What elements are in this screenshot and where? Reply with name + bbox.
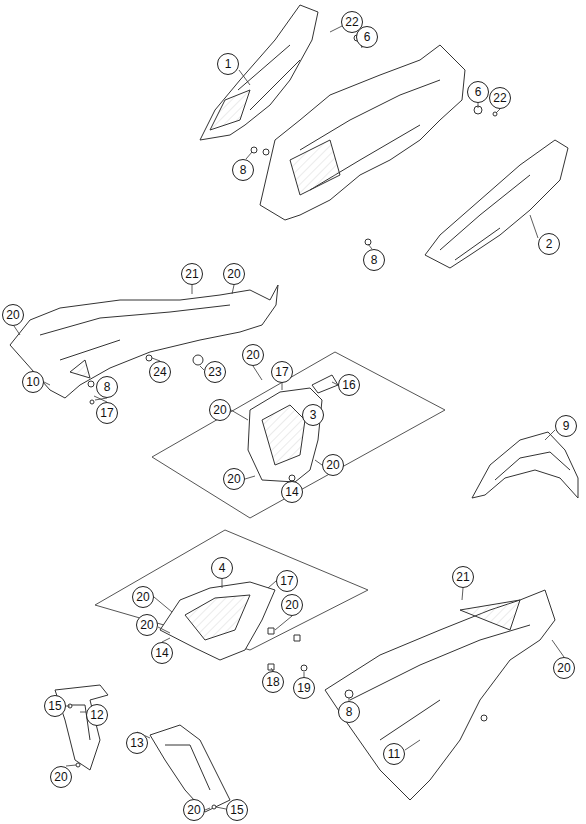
callout-circle: 19: [293, 677, 315, 699]
callout-circle: 21: [452, 566, 474, 588]
callout-circle: 2: [538, 233, 560, 255]
callout-number: 1: [225, 58, 232, 70]
callout-number: 17: [280, 575, 293, 587]
callout-number: 10: [26, 376, 39, 388]
callout-circle: 9: [555, 415, 577, 437]
callout-circle: 15: [226, 799, 248, 821]
callout-number: 23: [208, 366, 221, 378]
callout-number: 20: [557, 662, 570, 674]
callout-circle: 6: [356, 26, 378, 48]
callout-circle: 8: [96, 376, 118, 398]
callout-circle: 8: [338, 701, 360, 723]
callout-circle: 20: [281, 594, 303, 616]
callout-number: 24: [153, 366, 166, 378]
callout-circle: 8: [232, 159, 254, 181]
callout-number: 20: [213, 404, 226, 416]
callout-number: 9: [563, 420, 570, 432]
callout-number: 17: [275, 366, 288, 378]
callout-number: 18: [266, 676, 279, 688]
callout-circle: 3: [302, 404, 324, 426]
callout-circle: 12: [86, 704, 108, 726]
callout-number: 12: [90, 709, 103, 721]
callout-number: 19: [297, 682, 310, 694]
callout-circle: 17: [96, 402, 118, 424]
callout-number: 11: [388, 748, 400, 760]
callout-number: 6: [475, 86, 482, 98]
callout-circle: 6: [467, 81, 489, 103]
callout-number: 20: [54, 771, 67, 783]
callout-circle: 18: [262, 671, 284, 693]
callout-circle: 20: [223, 468, 245, 490]
callout-number: 20: [187, 804, 200, 816]
callout-number: 21: [456, 571, 469, 583]
callout-circle: 20: [223, 263, 245, 285]
callout-number: 21: [185, 268, 198, 280]
callout-circle: 17: [271, 361, 293, 383]
callout-number: 22: [493, 92, 506, 104]
callout-number: 15: [230, 804, 243, 816]
callout-number: 6: [364, 31, 371, 43]
callout-circle: 1: [217, 53, 239, 75]
callout-number: 8: [240, 164, 247, 176]
callout-number: 2: [546, 238, 553, 250]
callout-circle: 17: [276, 570, 298, 592]
callout-number: 20: [227, 473, 240, 485]
callout-circle: 16: [338, 374, 360, 396]
callout-number: 15: [48, 700, 61, 712]
callout-circle: 13: [126, 732, 148, 754]
callout-circle: 15: [44, 695, 66, 717]
callout-number: 14: [285, 486, 298, 498]
callout-circle: 20: [183, 799, 205, 821]
callout-circle: 20: [553, 657, 575, 679]
callout-circle: 4: [211, 557, 233, 579]
callout-number: 22: [345, 16, 358, 28]
callout-number: 20: [6, 309, 19, 321]
callout-number: 20: [227, 268, 240, 280]
callout-circle: 20: [132, 586, 154, 608]
callout-number: 13: [130, 737, 143, 749]
callout-circle: 20: [242, 344, 264, 366]
callout-circle: 20: [209, 399, 231, 421]
callout-number: 8: [104, 381, 111, 393]
callout-number: 20: [136, 591, 149, 603]
callout-number: 20: [246, 349, 259, 361]
callout-circle: 14: [281, 481, 303, 503]
callout-circle: 8: [363, 249, 385, 271]
callout-circle: 10: [22, 371, 44, 393]
callout-circle: 11: [383, 743, 405, 765]
callout-number: 16: [342, 379, 355, 391]
callout-number: 8: [371, 254, 378, 266]
callout-number: 17: [100, 407, 113, 419]
callout-circle: 20: [136, 614, 158, 636]
callout-number: 14: [155, 647, 168, 659]
callout-circle: 20: [322, 454, 344, 476]
callout-circle: 14: [151, 642, 173, 664]
callout-number: 8: [346, 706, 353, 718]
callout-circle: 23: [204, 361, 226, 383]
callout-circle: 20: [50, 766, 72, 788]
callout-circle: 22: [489, 87, 511, 109]
callout-number: 3: [310, 409, 317, 421]
callout-circle: 20: [2, 304, 24, 326]
callout-number: 20: [140, 619, 153, 631]
callout-number: 20: [326, 459, 339, 471]
callout-circle: 21: [181, 263, 203, 285]
callout-circle: 24: [149, 361, 171, 383]
callout-number: 20: [285, 599, 298, 611]
callout-number: 4: [219, 562, 226, 574]
